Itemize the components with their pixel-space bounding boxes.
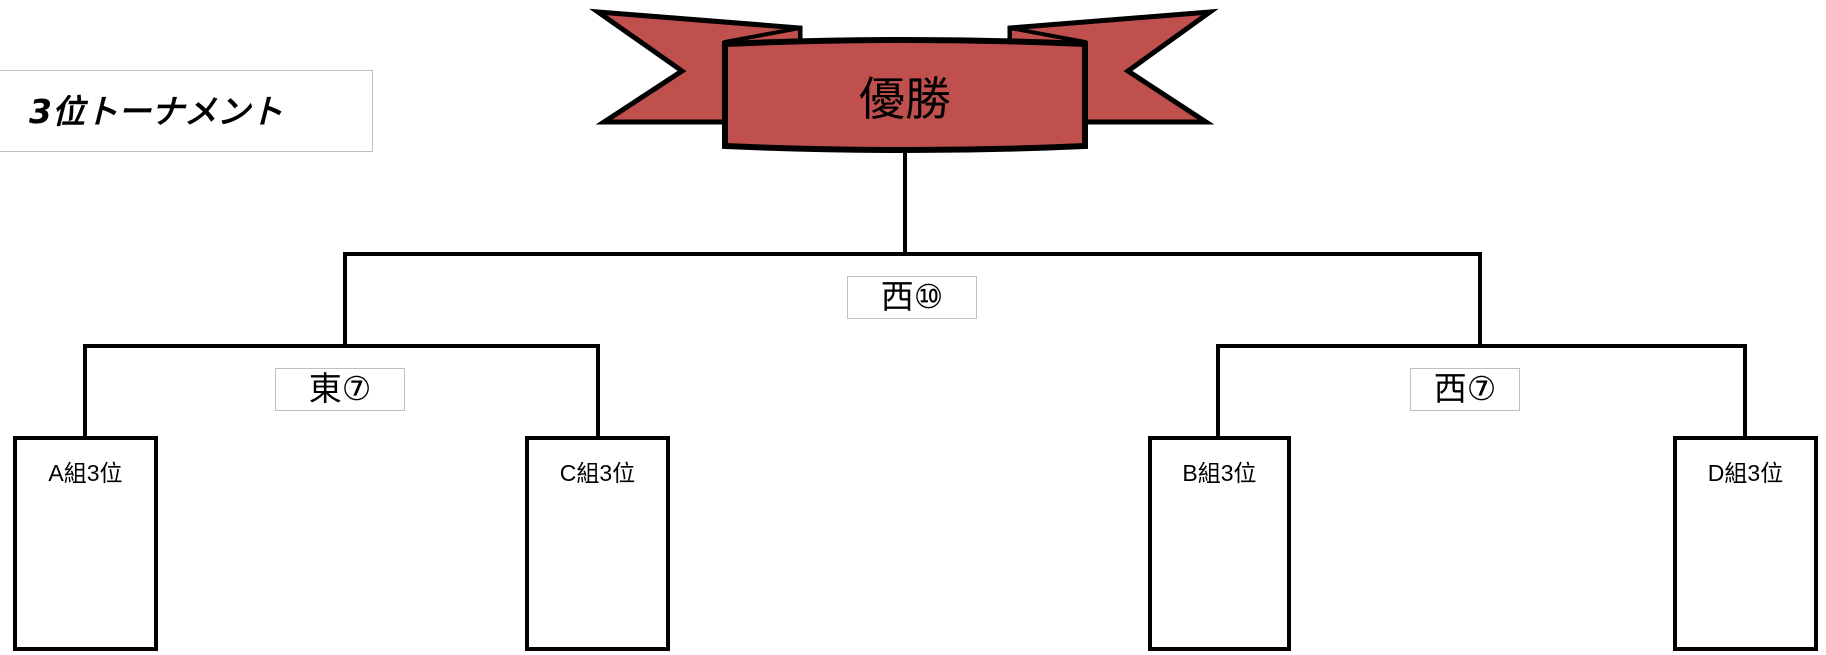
banner-main-panel [722,37,1088,153]
team-box-c: C組3位 [525,436,670,651]
page-title: 3位トーナメント [29,92,283,131]
team-box-b: B組3位 [1148,436,1291,651]
bracket-lines [83,148,1747,440]
left-semi-match-label: 東⑦ [275,368,405,411]
team-name-b: B組3位 [1182,460,1257,486]
team-box-a: A組3位 [13,436,158,651]
team-name-c: C組3位 [559,460,636,486]
team-name-d: D組3位 [1707,460,1784,486]
team-box-d: D組3位 [1673,436,1818,651]
title-box: 3位トーナメント [0,70,373,152]
banner-title: 優勝 [859,72,951,126]
final-match-label: 西⑩ [847,276,977,319]
right-semi-match-label: 西⑦ [1410,368,1520,411]
team-name-a: A組3位 [48,460,123,486]
